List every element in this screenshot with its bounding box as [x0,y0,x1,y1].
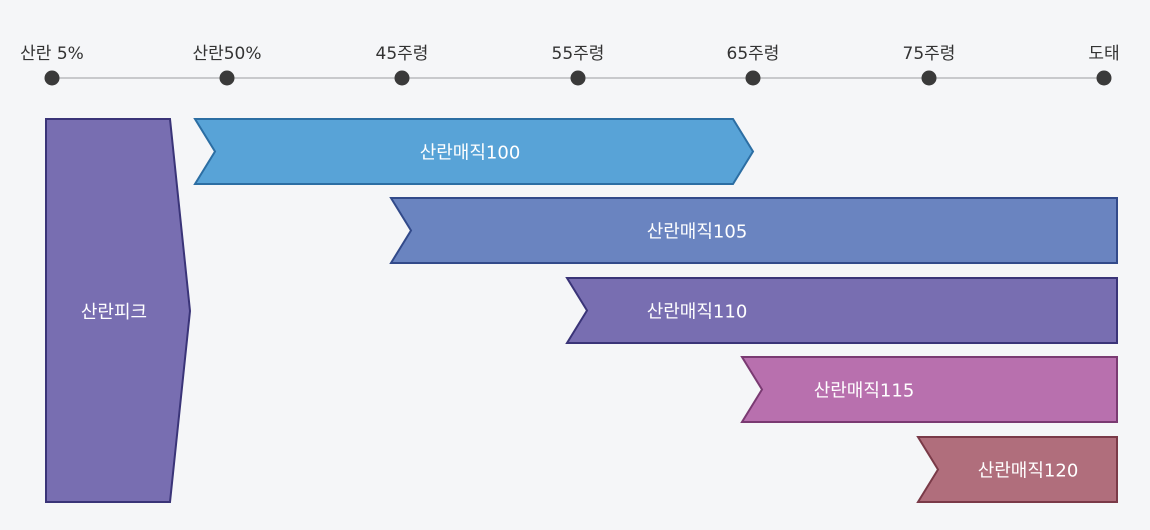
product-band-label: 산란매직115 [814,381,915,402]
product-band-shape [193,118,755,185]
product-band-label: 산란매직120 [978,461,1079,482]
product-band-label: 산란매직100 [420,143,521,164]
product-band-shape [389,197,1118,264]
peak-arrow-shape [45,118,192,503]
timeline-label: 75주령 [903,44,956,64]
timeline-label: 45주령 [376,44,429,64]
timeline-dot [745,70,761,86]
timeline-dot [44,70,60,86]
timeline-label: 도태 [1088,44,1119,64]
timeline-label: 55주령 [552,44,605,64]
product-band: 산란매직120 [916,436,1118,503]
peak-block: 산란피크 [45,118,192,503]
timeline-label: 산란 5% [20,44,84,64]
timeline-label: 산란50% [192,44,261,64]
peak-label: 산란피크 [81,302,147,323]
timeline: 산란 5% 산란50% 45주령 55주령 65주령 75주령 도태 [20,44,1120,86]
timeline-dot [570,70,586,86]
timeline-dot [921,70,937,86]
product-band-shape [916,436,1118,503]
product-band-shape [565,277,1118,344]
product-band-label: 산란매직105 [647,222,748,243]
product-band-shape [740,356,1118,423]
product-band: 산란매직115 [740,356,1118,423]
product-band-label: 산란매직110 [647,302,748,323]
timeline-label: 65주령 [727,44,780,64]
product-band: 산란매직105 [389,197,1118,264]
timeline-dot [1096,70,1112,86]
product-band: 산란매직110 [565,277,1118,344]
timeline-dot [394,70,410,86]
product-band: 산란매직100 [193,118,755,185]
timeline-dot [219,70,235,86]
